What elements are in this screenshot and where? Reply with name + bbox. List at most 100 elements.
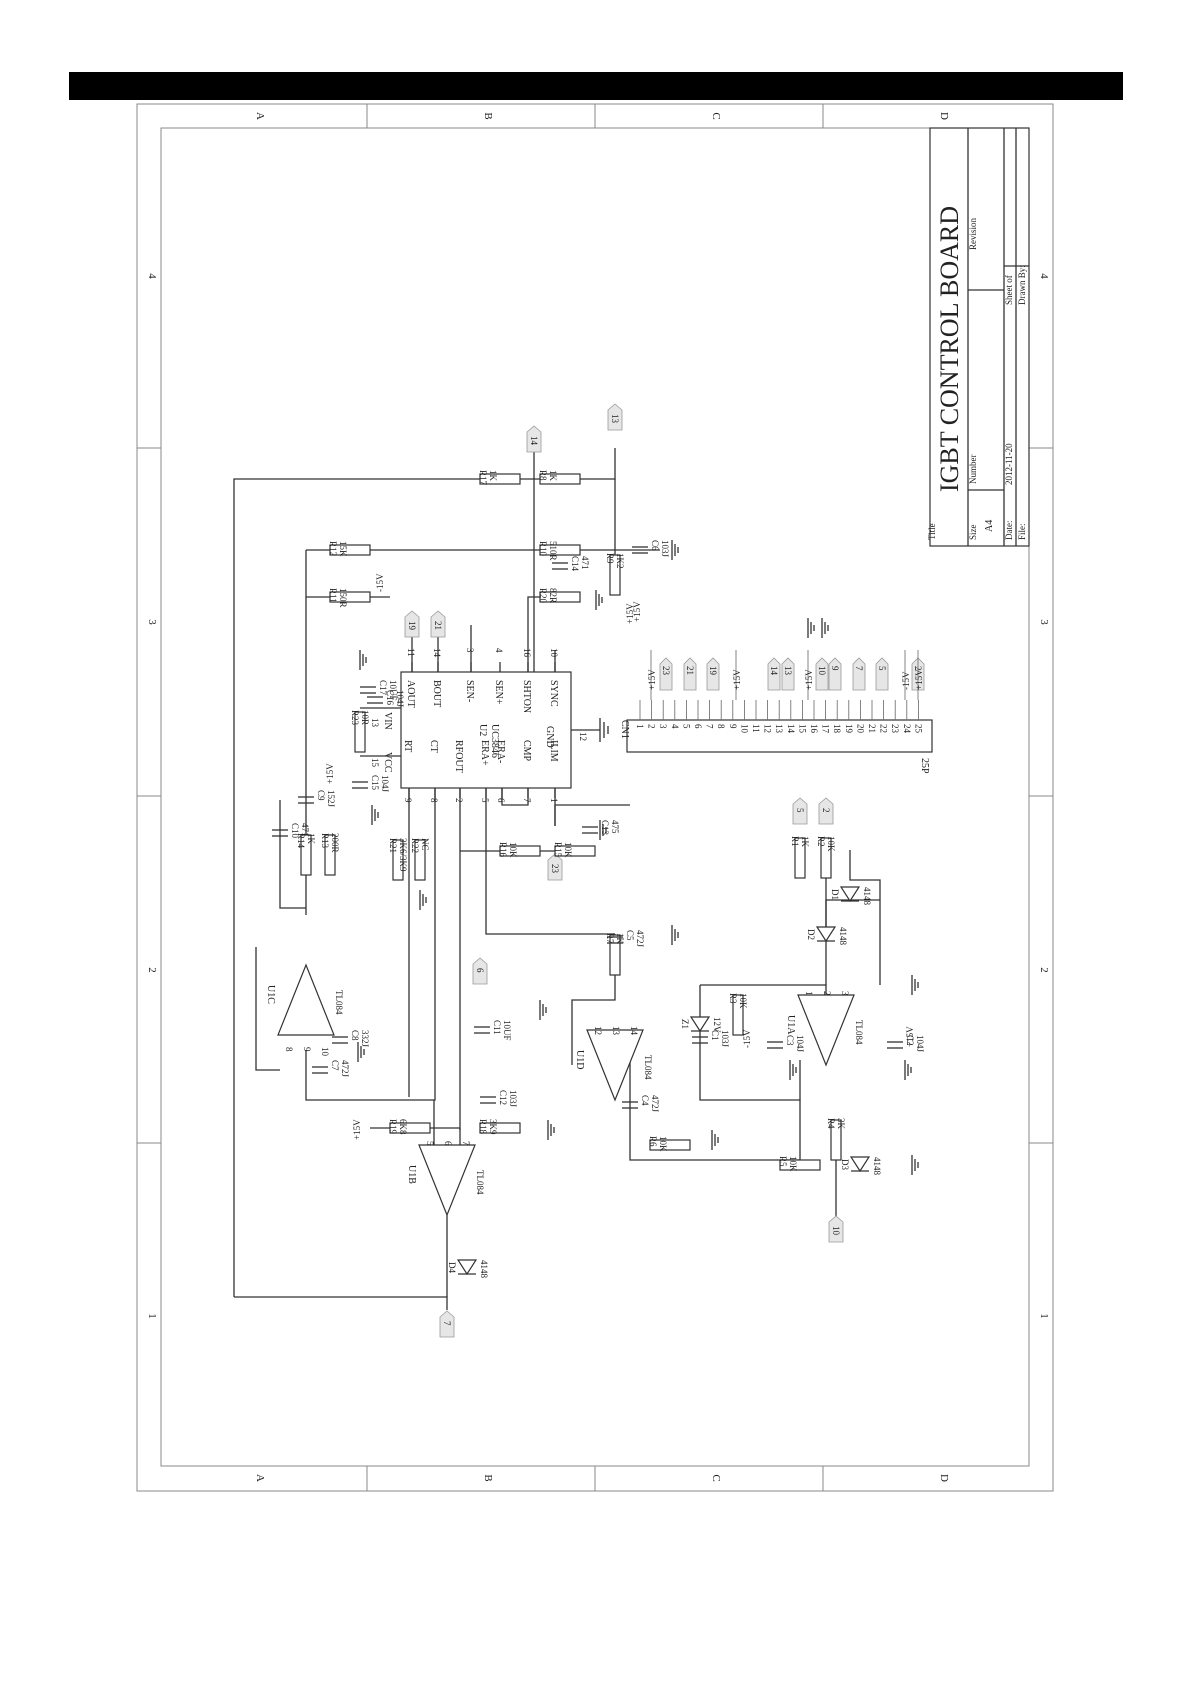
sheet-label: Sheet of xyxy=(1004,275,1014,305)
rail-label: +15V xyxy=(625,603,635,624)
net-port-label: 6 xyxy=(475,968,485,973)
resistor-ref: R15 xyxy=(553,842,563,858)
resistor-value: 10K xyxy=(826,836,836,852)
zone-number: 4 xyxy=(146,273,158,279)
title-block: Title IGBT CONTROL BOARD Size A4 Number … xyxy=(927,127,1030,547)
inner-frame xyxy=(160,127,1030,1467)
zone-number: 1 xyxy=(146,1313,158,1319)
resistor-value: 1K xyxy=(488,470,498,482)
opamp-pin: 14 xyxy=(629,1026,639,1036)
opamp-part: TL084 xyxy=(475,1170,485,1195)
net-port-label: 14 xyxy=(529,436,539,446)
net-flag-label: 14 xyxy=(769,666,779,676)
capacitor-value: 472J xyxy=(635,930,645,948)
capacitor-value: 472J xyxy=(650,1095,660,1113)
opamp-pin: 9 xyxy=(302,1047,312,1052)
connector-pin-num: 8 xyxy=(716,724,726,729)
resistor-body xyxy=(479,473,521,485)
opamp-ref: U1A xyxy=(785,1015,796,1035)
resistor-ref: R4 xyxy=(826,1118,836,1129)
zone-letter: C xyxy=(710,1474,722,1481)
pin-num: 7 xyxy=(522,798,532,803)
opamp-symbol xyxy=(418,1144,476,1217)
capacitor-ref: C3 xyxy=(785,1035,795,1046)
net-port-label: 10 xyxy=(831,1226,841,1236)
pin-name: CT xyxy=(428,740,439,753)
opamp-pin: 5 xyxy=(425,1141,435,1146)
opamp-pin: 12 xyxy=(593,1026,603,1035)
resistor-ref: R5 xyxy=(778,1156,788,1167)
pin-num: 15 xyxy=(370,758,380,768)
resistor-value: 3K xyxy=(836,1118,846,1130)
zone-letter: D xyxy=(938,112,950,120)
connector-pin-num: 13 xyxy=(774,724,784,734)
zone-letter: D xyxy=(938,1474,950,1482)
pin-name: CMP xyxy=(521,740,532,762)
capacitor-value: 104J xyxy=(795,1035,805,1053)
rail-label: -15V xyxy=(901,671,911,690)
resistor-ref: R10 xyxy=(538,541,548,557)
connector-pin-num: 3 xyxy=(658,724,668,729)
net-flag xyxy=(852,657,866,691)
net-flag xyxy=(706,657,720,691)
rail-label: -15V xyxy=(375,573,385,592)
pin-name: ERA- xyxy=(495,740,506,763)
number-label: Number xyxy=(968,455,978,485)
pin-num: 5 xyxy=(480,798,490,803)
pin-num: 6 xyxy=(496,798,506,803)
opamp-pin: 10 xyxy=(320,1047,330,1057)
zone-number: 3 xyxy=(1038,619,1050,625)
capacitor-value: 104J xyxy=(380,775,390,793)
diode-ref: D3 xyxy=(840,1159,850,1170)
rail-label: +15V xyxy=(732,669,742,690)
net-flag-label: 9 xyxy=(830,666,840,671)
capacitor-value: 471 xyxy=(580,556,590,570)
opamp-symbol xyxy=(797,994,855,1067)
connector-pin-num: 7 xyxy=(705,724,715,729)
net-port xyxy=(472,957,488,985)
rail-labels: +15V -15V +15V +15V -15V +15V +15V xyxy=(325,573,915,1140)
pin-num: 8 xyxy=(429,798,439,803)
capacitor-ref: C15 xyxy=(370,775,380,791)
net-port xyxy=(404,610,420,638)
zone-letter: B xyxy=(482,1474,494,1481)
pin-num: 2 xyxy=(454,798,464,803)
connector-pin-num: 24 xyxy=(902,724,912,734)
ic-ref: U2 xyxy=(477,724,488,736)
connector-pin-num: 21 xyxy=(867,724,877,733)
connector-pin-num: 23 xyxy=(890,724,900,734)
net-port-label: 2 xyxy=(821,808,831,813)
resistor-ref: R6 xyxy=(648,1136,658,1147)
resistor-body xyxy=(554,845,596,857)
resistor-value: 3K6/3K9 xyxy=(398,838,408,872)
zone-letters-top: A B C D xyxy=(254,112,950,120)
connector-part: 25P xyxy=(919,758,930,774)
resistor-ref: R20 xyxy=(538,588,548,604)
capacitor-ref: C1 xyxy=(710,1030,720,1041)
net-port xyxy=(526,425,542,453)
pin-num: 16 xyxy=(522,648,532,658)
title-text: IGBT CONTROL BOARD xyxy=(935,206,964,492)
pin-name: ILIM xyxy=(548,740,559,762)
pin-name: AOUT xyxy=(405,680,416,708)
resistor-body xyxy=(539,473,581,485)
opamp-ref: U1D xyxy=(574,1050,585,1069)
rail-label: +15V xyxy=(804,669,814,690)
resistor-ref: R8 xyxy=(538,470,548,481)
resistor-body xyxy=(820,837,832,879)
connector-pin-num: 16 xyxy=(809,724,819,734)
capacitor-ref: C13 xyxy=(600,820,610,836)
resistor-ref: R1 xyxy=(790,836,800,847)
capacitor-value: 103J xyxy=(508,1090,518,1108)
resistor-value: 6K8 xyxy=(398,1119,408,1135)
connector-pin-num: 2 xyxy=(647,724,657,729)
resistor-body xyxy=(300,834,312,876)
pin-name: RT xyxy=(402,740,413,752)
opamp-symbol xyxy=(586,1029,644,1102)
zone-letter: C xyxy=(710,112,722,119)
resistor-ref: R13 xyxy=(320,833,330,849)
connector-pin-num: 1 xyxy=(635,724,645,729)
connector-pin-num: 9 xyxy=(728,724,738,729)
rail-label: -15V xyxy=(742,1029,752,1048)
